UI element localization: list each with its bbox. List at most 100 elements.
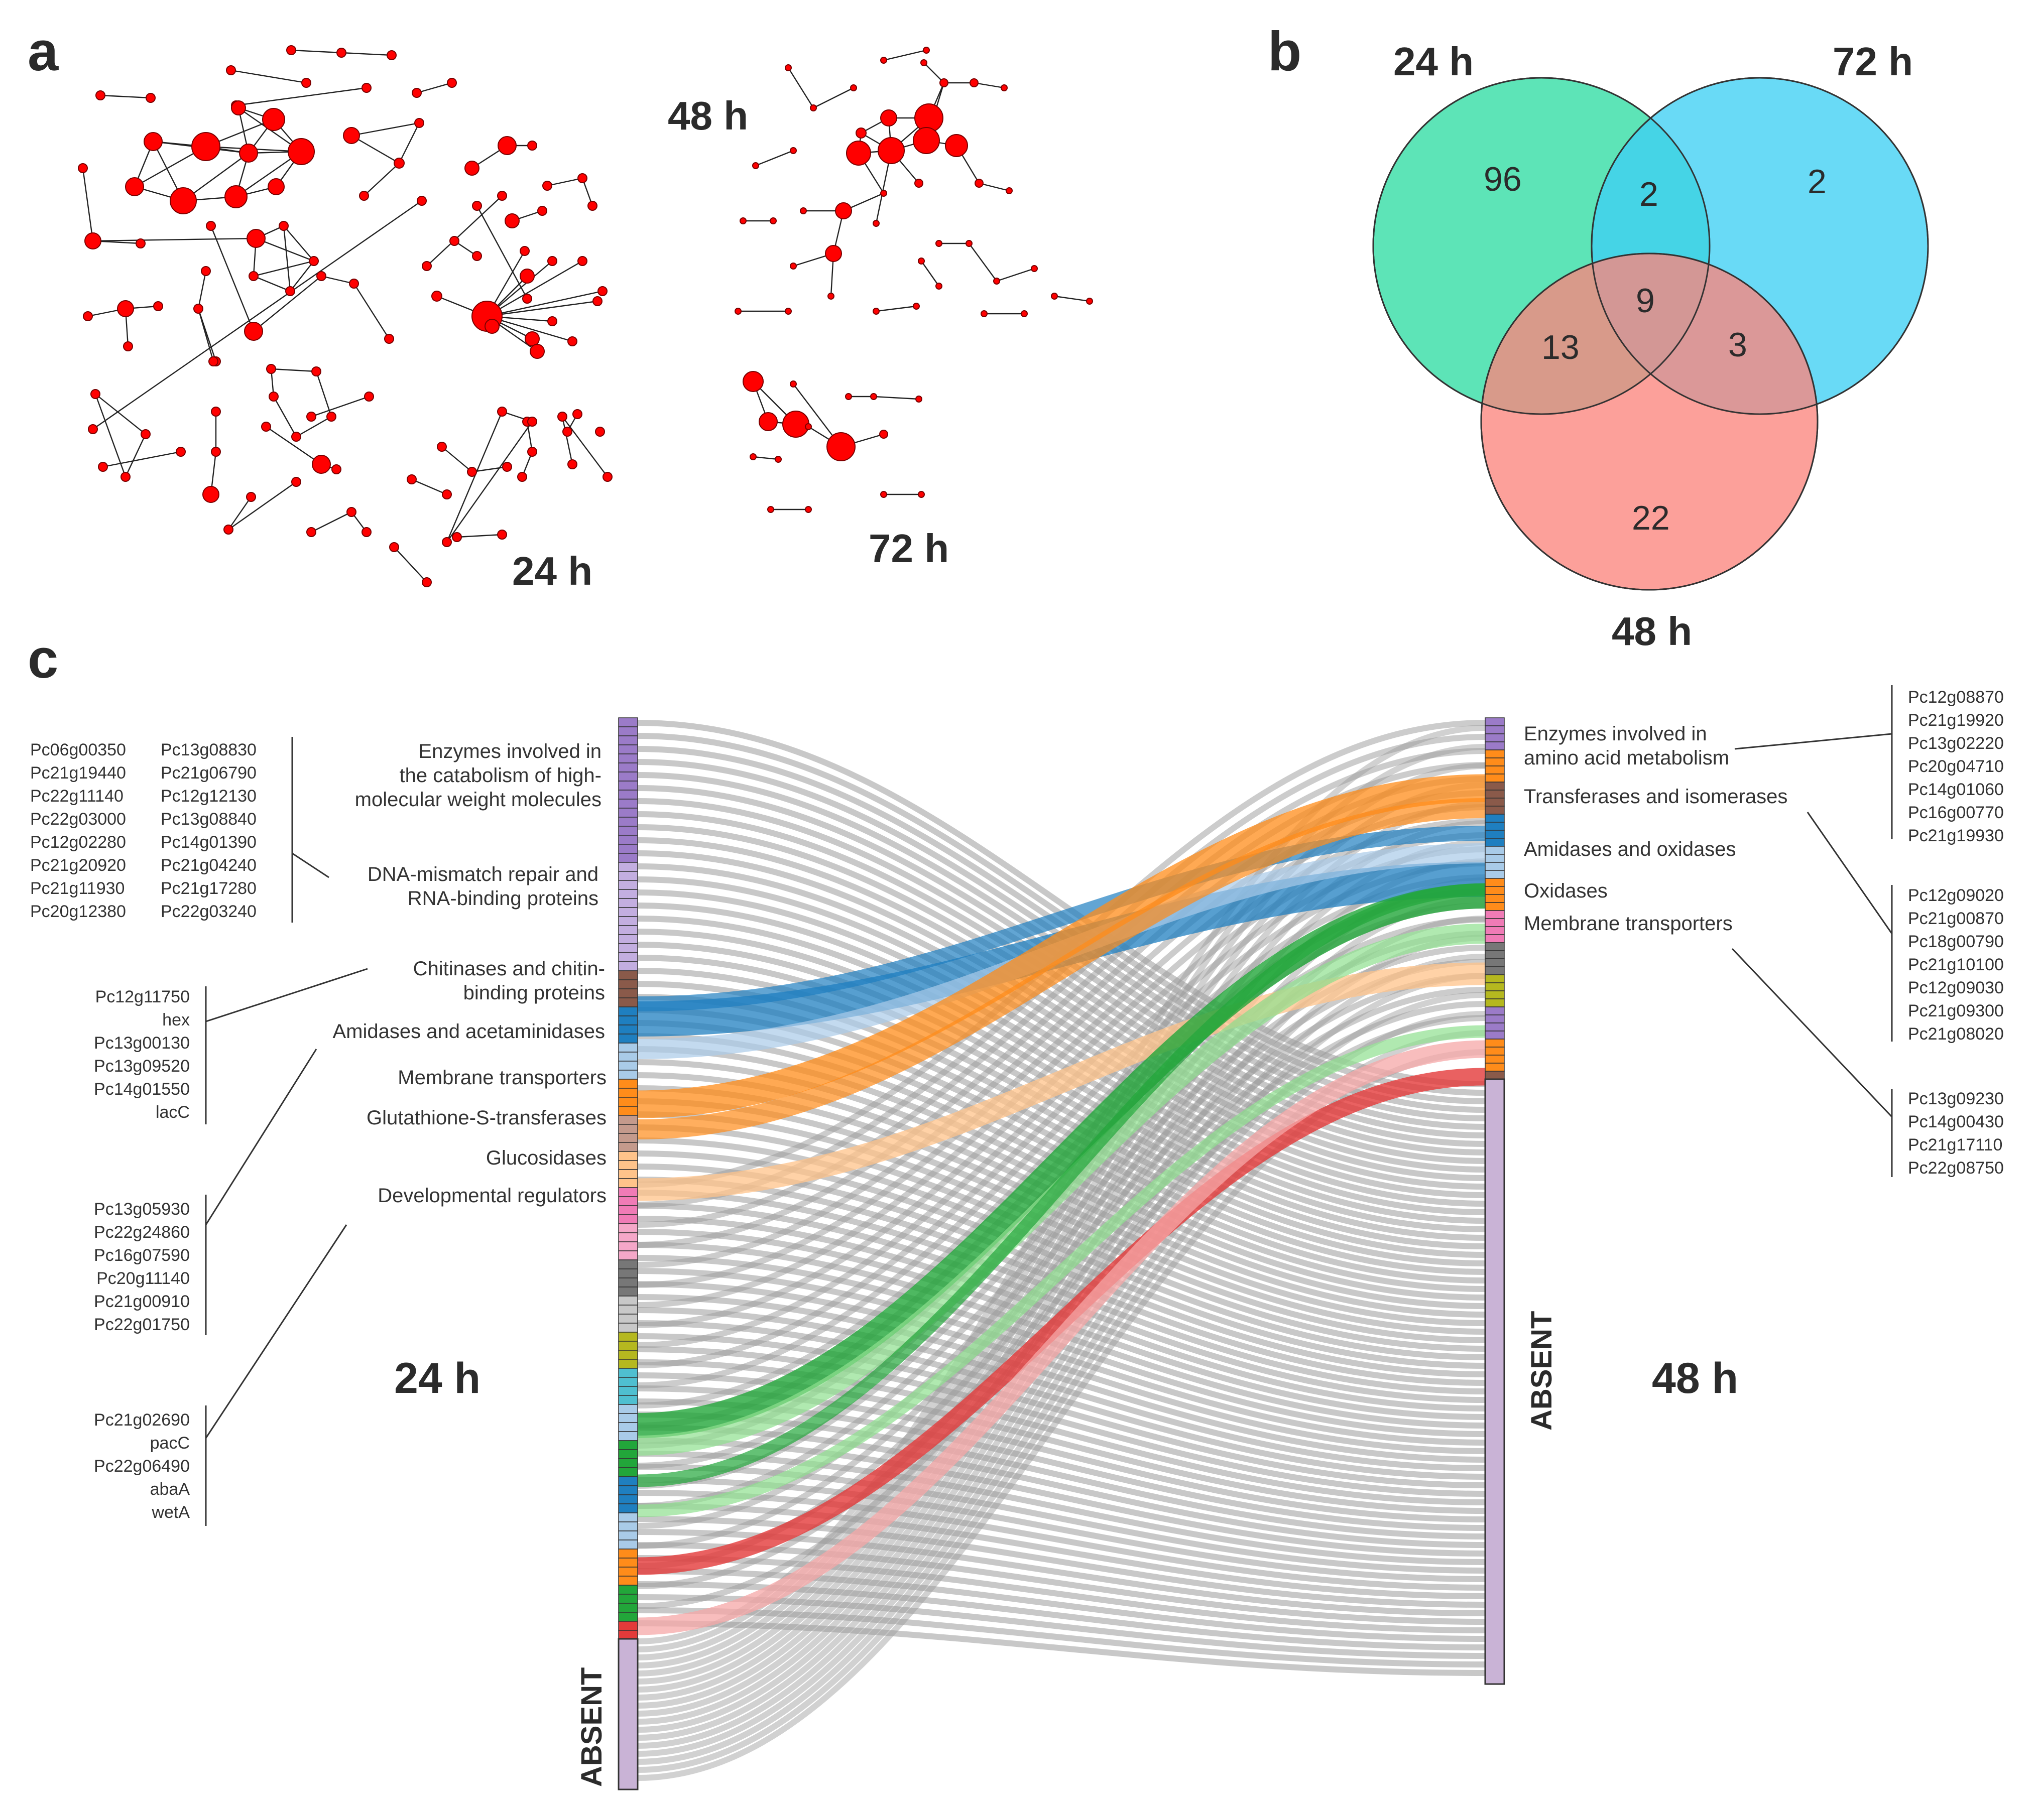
sankey-flow <box>637 955 1486 1241</box>
venn-count-24h-48h: 13 <box>1541 328 1580 366</box>
network-node <box>827 293 834 300</box>
left-category-segment <box>618 1440 638 1450</box>
network-node <box>525 331 540 346</box>
gene-id: lacC <box>156 1103 190 1122</box>
sankey-flow <box>637 1594 1486 1659</box>
right-category-segment <box>1485 966 1505 975</box>
network-edge <box>996 268 1035 282</box>
left-cat-enzymes-line2: the catabolism of high- <box>400 764 602 787</box>
left-category-segment <box>618 835 638 845</box>
network-edge <box>753 456 779 460</box>
network-edge <box>125 434 147 477</box>
right-cat-amidases-oxidases: Amidases and oxidases <box>1524 838 1736 860</box>
network-node <box>464 161 479 176</box>
gene-id: Pc18g00790 <box>1908 932 2004 951</box>
network-node <box>740 217 747 224</box>
gene-id: Pc13g08840 <box>161 810 257 829</box>
left-category-segment <box>618 744 638 754</box>
network-node <box>442 537 452 547</box>
left-cat-glutathione: Glutathione-S-transferases <box>367 1107 607 1129</box>
gene-id: Pc21g09300 <box>1908 1001 2004 1020</box>
right-category-segment <box>1485 974 1505 983</box>
left-category-segment <box>618 1169 638 1179</box>
network-edge <box>230 69 307 84</box>
network-node <box>422 261 432 271</box>
left-category-segment <box>618 1585 638 1595</box>
network-node <box>522 294 532 304</box>
gene-id: Pc21g02690 <box>94 1410 190 1430</box>
sankey-flow <box>637 1124 1486 1352</box>
network-node <box>211 407 221 417</box>
left-category-segment <box>618 1277 638 1288</box>
absent-label-left: ABSENT <box>575 1667 608 1787</box>
network-node <box>790 147 797 154</box>
network-edge <box>426 195 503 267</box>
gene-id: Pc21g17280 <box>161 879 257 898</box>
right-category-segment <box>1485 782 1505 791</box>
network-node <box>90 389 100 399</box>
left-category-segment <box>618 1467 638 1477</box>
left-category-segment <box>618 862 638 872</box>
right-category-segment <box>1485 725 1505 734</box>
left-category-segment <box>618 970 638 980</box>
gene-id: Pc21g08020 <box>1908 1024 2004 1044</box>
network-node <box>913 127 940 154</box>
network-edge <box>411 478 447 495</box>
left-category-segment <box>618 988 638 998</box>
gene-id: wetA <box>151 1503 190 1522</box>
network-node <box>485 319 500 334</box>
sankey-flow <box>637 1001 1486 1589</box>
left-category-segment <box>618 979 638 989</box>
network-node <box>291 477 301 487</box>
left-category-segment <box>618 1404 638 1414</box>
sankey-flow <box>637 874 1486 1408</box>
sankey-flow <box>637 1040 1486 1635</box>
network-node <box>246 492 256 502</box>
network-node <box>880 57 887 64</box>
right-cat-membrane: Membrane transporters <box>1524 913 1733 935</box>
right-category-segment <box>1485 1071 1505 1080</box>
network-node <box>208 356 218 366</box>
network-node <box>520 269 535 284</box>
left-category-segment <box>618 1043 638 1053</box>
network-edge <box>441 446 472 472</box>
network-node <box>826 432 856 461</box>
network-edge <box>446 411 503 543</box>
left-category-segment <box>618 726 638 736</box>
network-node <box>84 232 101 249</box>
left-category-segment <box>618 799 638 809</box>
network-edge <box>92 237 257 242</box>
network-node <box>805 423 812 430</box>
network-node <box>557 412 567 422</box>
network-edge <box>100 94 151 99</box>
right-cat-transferases: Transferases and isomerases <box>1524 786 1787 808</box>
right-category-segment <box>1485 870 1505 879</box>
right-category-segment <box>1485 798 1505 807</box>
network-edge <box>283 225 291 292</box>
left-category-segment <box>618 961 638 971</box>
left-category-segment <box>618 1124 638 1134</box>
left-category-segment <box>618 735 638 745</box>
network-node <box>785 308 792 315</box>
sankey-flow <box>637 1607 1486 1667</box>
right-category-segment <box>1485 1055 1505 1064</box>
left-category-segment <box>618 1350 638 1360</box>
left-category-segment <box>618 1485 638 1495</box>
left-category-segment <box>618 1259 638 1269</box>
gene-id: Pc13g05930 <box>94 1200 190 1219</box>
network-node <box>770 217 777 224</box>
network-node <box>239 144 258 163</box>
network-node <box>1021 310 1028 317</box>
network-node <box>880 109 897 126</box>
network-node <box>472 201 482 211</box>
network-node <box>306 412 316 422</box>
left-category-segment <box>618 1332 638 1342</box>
left-category-segment <box>618 1512 638 1522</box>
left-category-segment <box>618 1241 638 1251</box>
network-node <box>88 424 98 434</box>
right-category-segment <box>1485 998 1505 1007</box>
right-category-segment <box>1485 814 1505 823</box>
right-category-segment <box>1485 838 1505 847</box>
network-edge <box>235 87 367 106</box>
